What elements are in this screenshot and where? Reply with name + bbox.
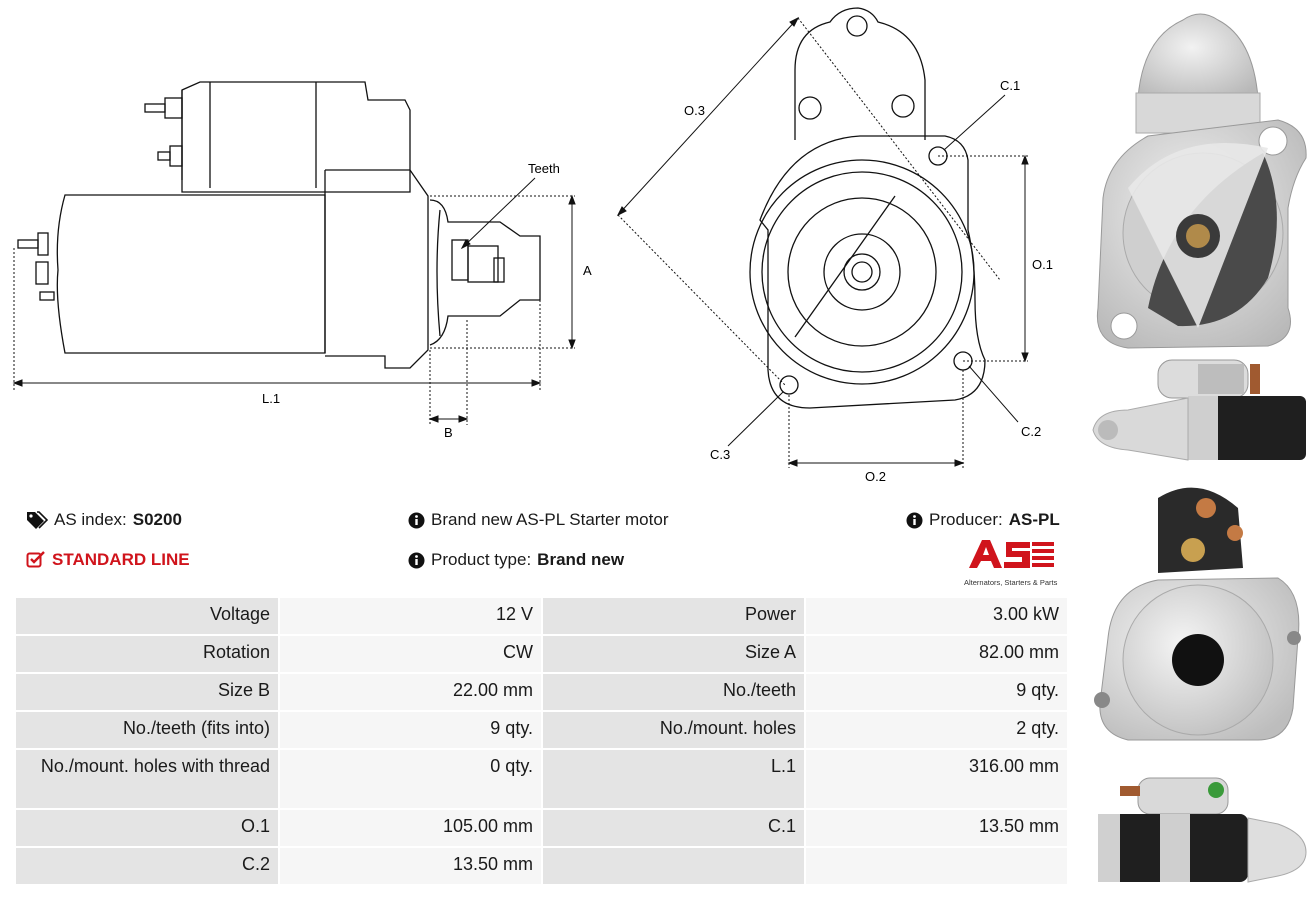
front-view-drawing: O.3 C.1 O.1 C.2 C.3 O.2: [616, 7, 1053, 484]
product-type-label: Product type:: [431, 550, 532, 569]
dimension-c1-label: C.1: [1000, 78, 1020, 93]
dimension-c3-label: C.3: [710, 447, 730, 462]
spec-value-cell: CW: [278, 634, 543, 674]
spec-value-cell: 9 qty.: [804, 672, 1069, 712]
spec-key-cell: No./mount. holes: [541, 710, 806, 750]
spec-key-cell: L.1: [541, 748, 806, 810]
spec-key-cell: [541, 846, 806, 886]
spec-value-cell: 13.50 mm: [804, 808, 1069, 848]
dimension-b-label: B: [444, 425, 453, 440]
logo-tagline: Alternators, Starters & Parts: [964, 578, 1058, 587]
product-type-value: Brand new: [537, 550, 625, 569]
spec-value-cell: [804, 846, 1069, 886]
tags-icon: [27, 511, 48, 529]
info-icon: [408, 552, 425, 568]
dimension-o1-label: O.1: [1032, 257, 1053, 272]
product-type: Product type: Brand new: [408, 550, 624, 570]
spec-key-cell: C.2: [14, 846, 280, 886]
product-photo-side-2: [1098, 777, 1307, 883]
spec-key-cell: Power: [541, 596, 806, 636]
info-icon: [906, 512, 923, 528]
teeth-label: Teeth: [528, 161, 560, 176]
spec-value-cell: 13.50 mm: [278, 846, 543, 886]
product-description: Brand new AS-PL Starter motor: [408, 510, 668, 530]
as-index-label: AS index:: [54, 510, 127, 529]
standard-line: STANDARD LINE: [26, 550, 190, 570]
producer-value: AS-PL: [1008, 510, 1060, 529]
spec-value-cell: 12 V: [278, 596, 543, 636]
producer-label: Producer:: [929, 510, 1003, 529]
info-icon: [408, 512, 425, 528]
spec-value-cell: 9 qty.: [278, 710, 543, 750]
spec-key-cell: Rotation: [14, 634, 280, 674]
spec-key-cell: C.1: [541, 808, 806, 848]
spec-key-cell: Size A: [541, 634, 806, 674]
spec-value-cell: 2 qty.: [804, 710, 1069, 750]
spec-key-cell: O.1: [14, 808, 280, 848]
as-index-value: S0200: [132, 510, 182, 529]
spec-value-cell: 22.00 mm: [278, 672, 543, 712]
spec-value-cell: 105.00 mm: [278, 808, 543, 848]
spec-key-cell: No./teeth: [541, 672, 806, 712]
spec-key-cell: No./teeth (fits into): [14, 710, 280, 750]
spec-key-cell: Size B: [14, 672, 280, 712]
checkbox-icon: [26, 551, 45, 568]
spec-value-cell: 3.00 kW: [804, 596, 1069, 636]
product-photo-front: [1096, 13, 1307, 349]
producer: Producer: AS-PL: [906, 510, 1060, 530]
product-photo-side: [1092, 359, 1306, 461]
dimension-l1-label: L.1: [262, 391, 280, 406]
spec-key-cell: No./mount. holes with thread: [14, 748, 280, 810]
product-photo-rear: [1094, 487, 1301, 741]
dimension-a-label: A: [583, 263, 592, 278]
dimension-c2-label: C.2: [1021, 424, 1041, 439]
as-pl-logo: Alternators, Starters & Parts: [964, 538, 1068, 587]
spec-value-cell: 82.00 mm: [804, 634, 1069, 674]
dimension-o2-label: O.2: [865, 469, 886, 484]
spec-key-cell: Voltage: [14, 596, 280, 636]
as-index: AS index: S0200: [26, 510, 182, 530]
spec-value-cell: 316.00 mm: [804, 748, 1069, 810]
side-view-drawing: Teeth A B L.1: [12, 81, 592, 440]
spec-value-cell: 0 qty.: [278, 748, 543, 810]
standard-line-label: STANDARD LINE: [52, 550, 190, 569]
dimension-o3-label: O.3: [684, 103, 705, 118]
table-row: No./teeth (fits into)9 qty.No./mount. ho…: [14, 710, 1069, 750]
description-text: Brand new AS-PL Starter motor: [431, 510, 669, 529]
